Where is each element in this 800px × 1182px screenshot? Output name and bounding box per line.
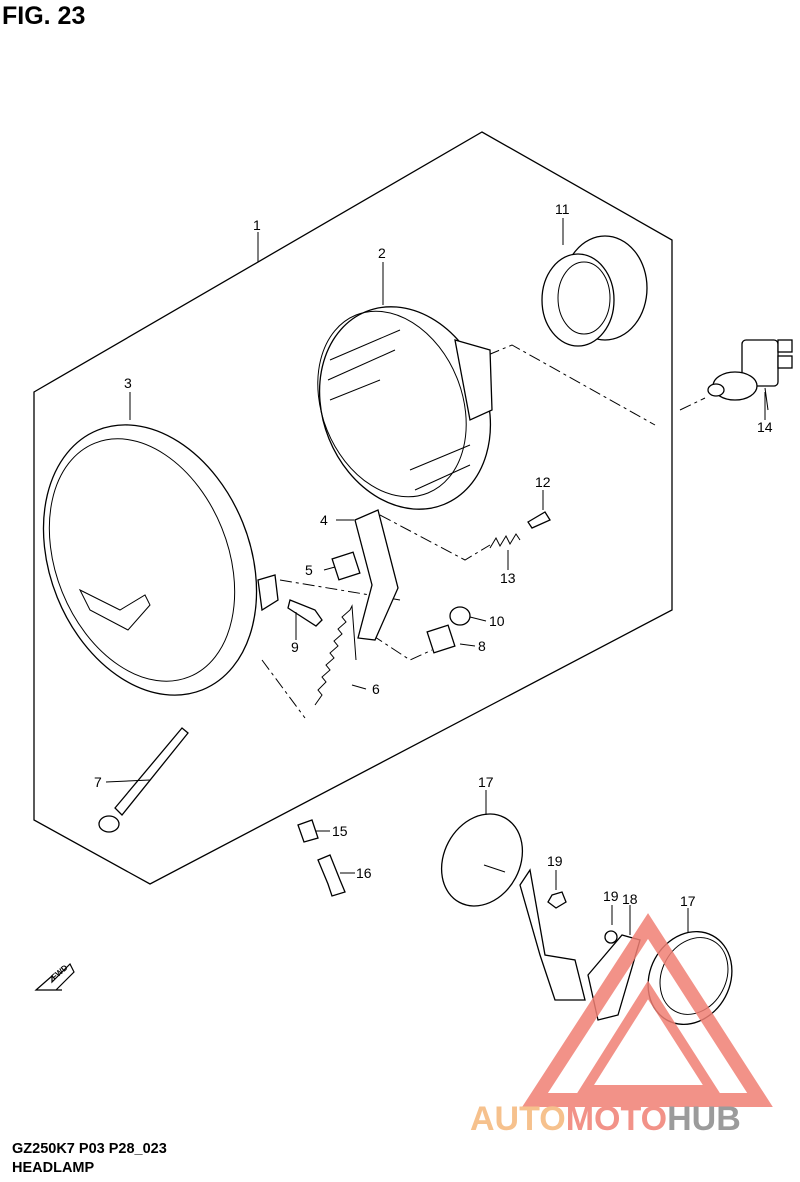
callout-1: 1	[253, 217, 261, 233]
callout-6: 6	[372, 681, 380, 697]
reflector-bracket-part	[519, 868, 586, 1001]
clip-part	[297, 819, 319, 843]
callout-16: 16	[356, 865, 372, 881]
socket-cover-part	[541, 235, 648, 347]
callout-3: 3	[124, 375, 132, 391]
callout-17-left: 17	[478, 774, 494, 790]
centerline-spring	[261, 659, 306, 719]
bracket-part	[354, 509, 399, 641]
bolt-part	[317, 854, 346, 897]
callout-15: 15	[332, 823, 348, 839]
callout-12: 12	[535, 474, 551, 490]
centerline-bulb	[487, 344, 706, 426]
watermark-moto: MOTO	[566, 1100, 667, 1138]
centerline-adjuster	[371, 634, 433, 661]
watermark-hub: HUB	[667, 1100, 741, 1138]
figure-title: FIG. 23	[2, 2, 86, 30]
headlamp-unit-part	[317, 306, 493, 510]
reflector-part	[440, 813, 524, 907]
callout-13: 13	[500, 570, 516, 586]
leader-lines	[105, 218, 766, 935]
callout-2: 2	[378, 245, 386, 261]
adjuster-part	[426, 624, 456, 654]
figure-code: GZ250K7 P03 P28_023	[12, 1141, 167, 1157]
callout-4: 4	[320, 512, 328, 528]
grommet-part	[449, 606, 471, 626]
callout-18: 18	[622, 891, 638, 907]
screw-part	[287, 599, 323, 627]
callout-11: 11	[555, 201, 570, 217]
callout-14: 14	[757, 419, 773, 435]
bulb-part	[707, 339, 793, 411]
callout-19-top: 19	[547, 853, 563, 869]
callout-19-bottom: 19	[603, 888, 619, 904]
small-screw-part	[527, 511, 551, 529]
long-screw-part	[98, 727, 189, 833]
figure-name: HEADLAMP	[12, 1160, 95, 1176]
centerline-bracket	[379, 514, 491, 561]
reflector-nut-part	[547, 891, 567, 909]
callout-17-right: 17	[680, 893, 696, 909]
callout-8: 8	[478, 638, 486, 654]
headlamp-rim-part	[42, 424, 279, 696]
callout-5: 5	[305, 562, 313, 578]
callout-10: 10	[489, 613, 505, 629]
assembly-outline	[33, 131, 673, 885]
nut-part	[331, 551, 361, 581]
watermark-logo: AUTOMOTOHUB	[470, 913, 773, 1138]
small-spring-part	[489, 533, 521, 549]
watermark-auto: AUTO	[470, 1100, 566, 1138]
washer-part	[604, 930, 618, 944]
svg-text:AUTOMOTOHUB: AUTOMOTOHUB	[470, 1100, 741, 1138]
spring-part	[314, 604, 357, 706]
callout-7: 7	[94, 774, 102, 790]
forward-arrow: FWD	[34, 963, 75, 991]
callout-9: 9	[291, 639, 299, 655]
